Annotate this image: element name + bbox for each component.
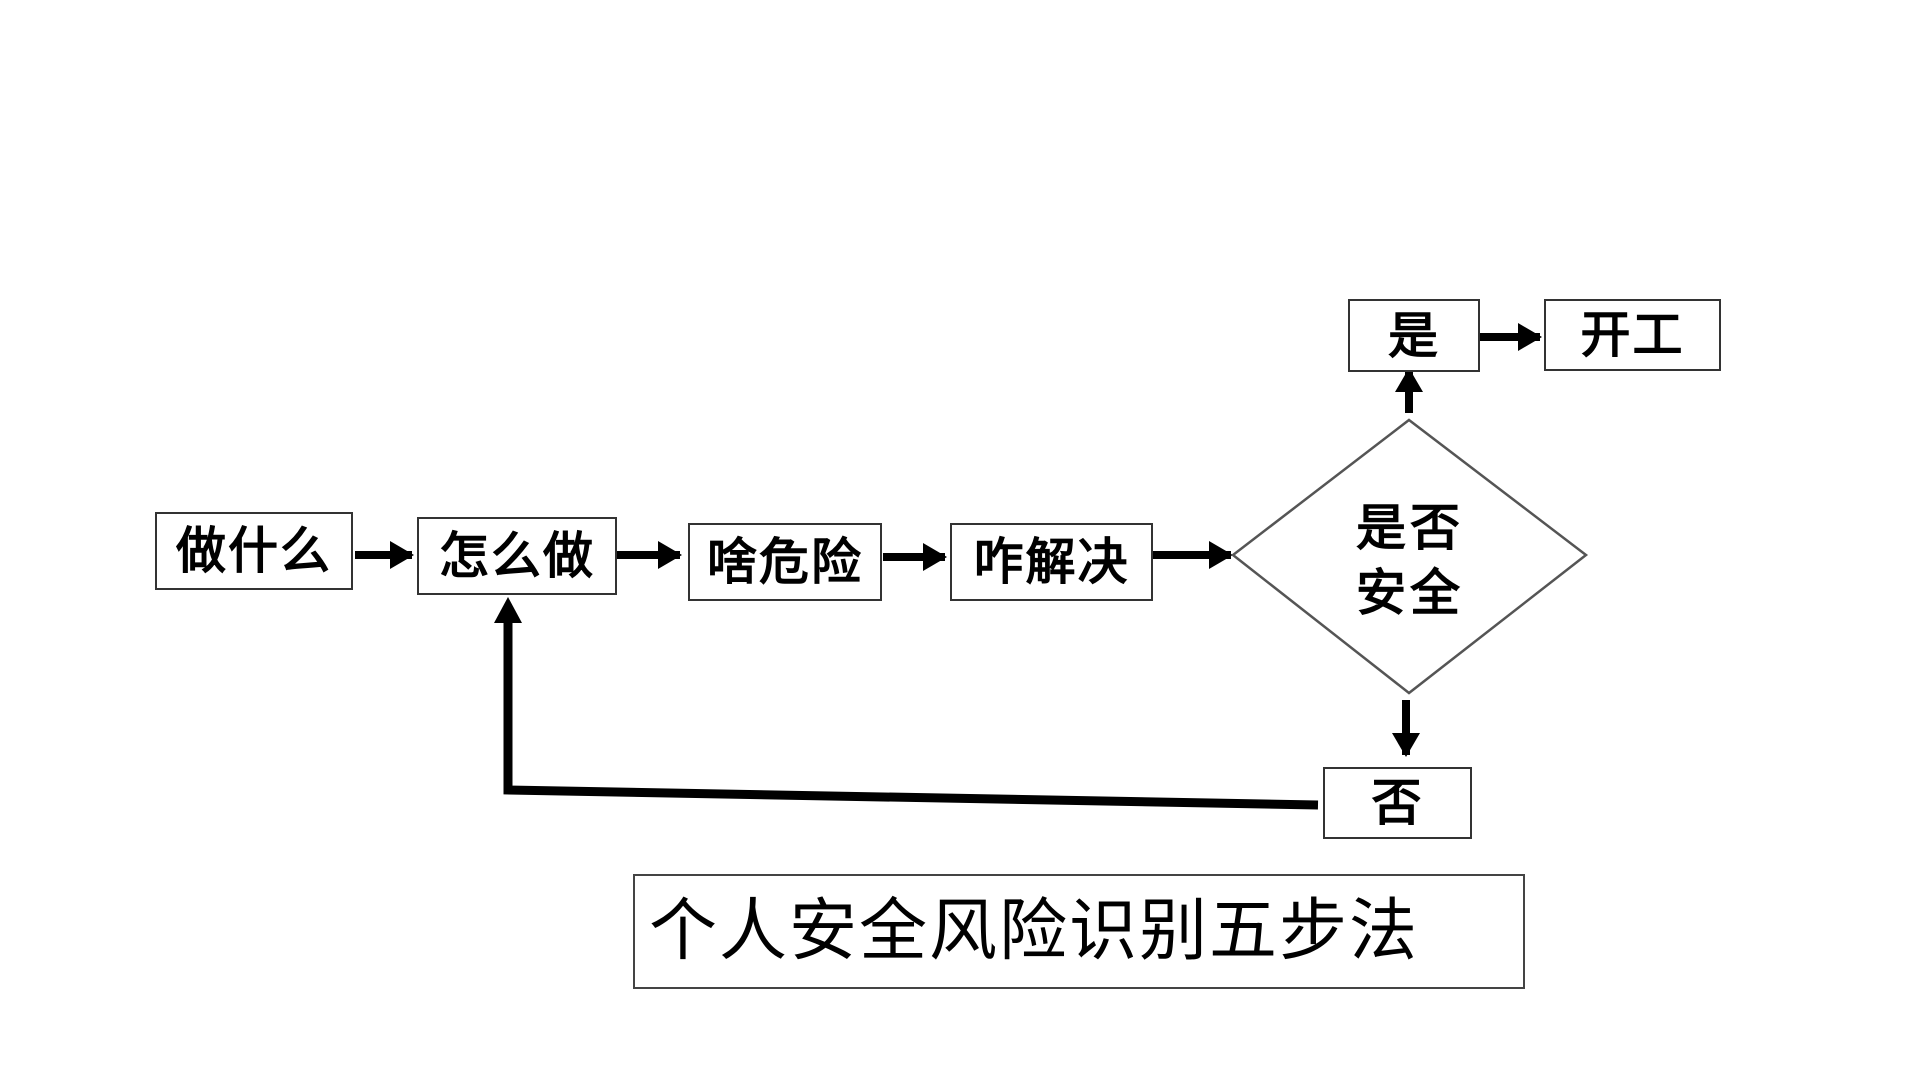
- step-danger-box: 啥危险: [688, 523, 882, 601]
- decision-label-line2: 安全: [1356, 563, 1464, 622]
- decision-label: 是否 安全: [1300, 490, 1520, 630]
- decision-label-line1: 是否: [1356, 498, 1464, 557]
- step-solve-label: 咋解决: [973, 532, 1130, 591]
- no-box: 否: [1323, 767, 1472, 839]
- step-how-label: 怎么做: [439, 526, 595, 585]
- yes-label: 是: [1388, 305, 1440, 365]
- start-work-box: 开工: [1544, 299, 1721, 371]
- yes-box: 是: [1348, 299, 1480, 372]
- feedback-loop-line: [503, 620, 1319, 810]
- step-solve-box: 咋解决: [950, 523, 1153, 601]
- step-what-box: 做什么: [155, 512, 353, 590]
- feedback-loop-arrowhead: [494, 597, 522, 623]
- start-work-label: 开工: [1580, 305, 1685, 364]
- decision-label-text: 是否 安全: [1356, 495, 1464, 625]
- step-what-label: 做什么: [176, 521, 332, 580]
- step-danger-label: 啥危险: [707, 532, 863, 591]
- no-label: 否: [1371, 773, 1424, 832]
- diagram-title-box: 个人安全风险识别五步法: [633, 874, 1525, 989]
- step-how-box: 怎么做: [417, 517, 617, 595]
- decision-diamond: [1230, 418, 1589, 695]
- diagram-title: 个人安全风险识别五步法: [649, 891, 1420, 971]
